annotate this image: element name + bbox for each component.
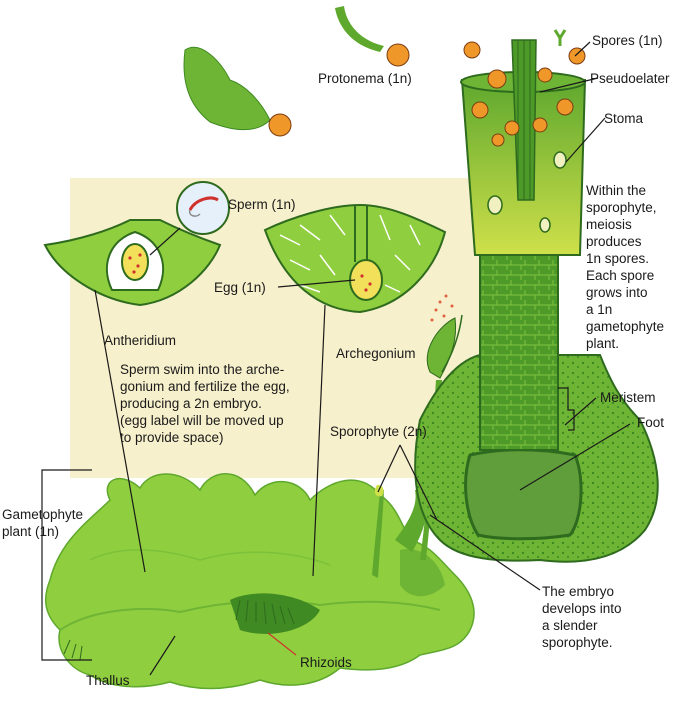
meristem-label: Meristem [600,390,656,405]
young-gametophyte-shape [183,46,292,137]
thallus-shape [44,473,475,690]
archegonium-label: Archegonium [336,346,416,361]
foot-label: Foot [637,415,665,430]
leader-lines [41,41,631,676]
sporophyte-label: Sporophyte (2n) [330,424,427,439]
protonema-label: Protonema (1n) [318,71,412,86]
antheridium-label: Antheridium [104,333,177,348]
antheridium-shape [43,181,230,307]
sperm-label: Sperm (1n) [228,197,296,212]
spores-label: Spores (1n) [592,33,663,48]
protonema-shape [335,6,410,67]
pseudoelater-label: Pseudoelater [590,71,670,86]
gametophyte-label-line2: plant (1n) [2,524,60,539]
thallus-label: Thallus [86,673,130,688]
rhizoids-shape [63,599,295,661]
egg-label: Egg (1n) [214,280,266,295]
archegonium-shape [263,203,447,314]
gametophyte-label-line1: Gametophyte [2,507,84,522]
sperm-swim-caption: Sperm swim into the arche-gonium and fer… [120,362,290,445]
sporophyte-cross-section [414,29,659,563]
stoma-label: Stoma [604,111,644,126]
rhizoids-label: Rhizoids [300,655,352,670]
